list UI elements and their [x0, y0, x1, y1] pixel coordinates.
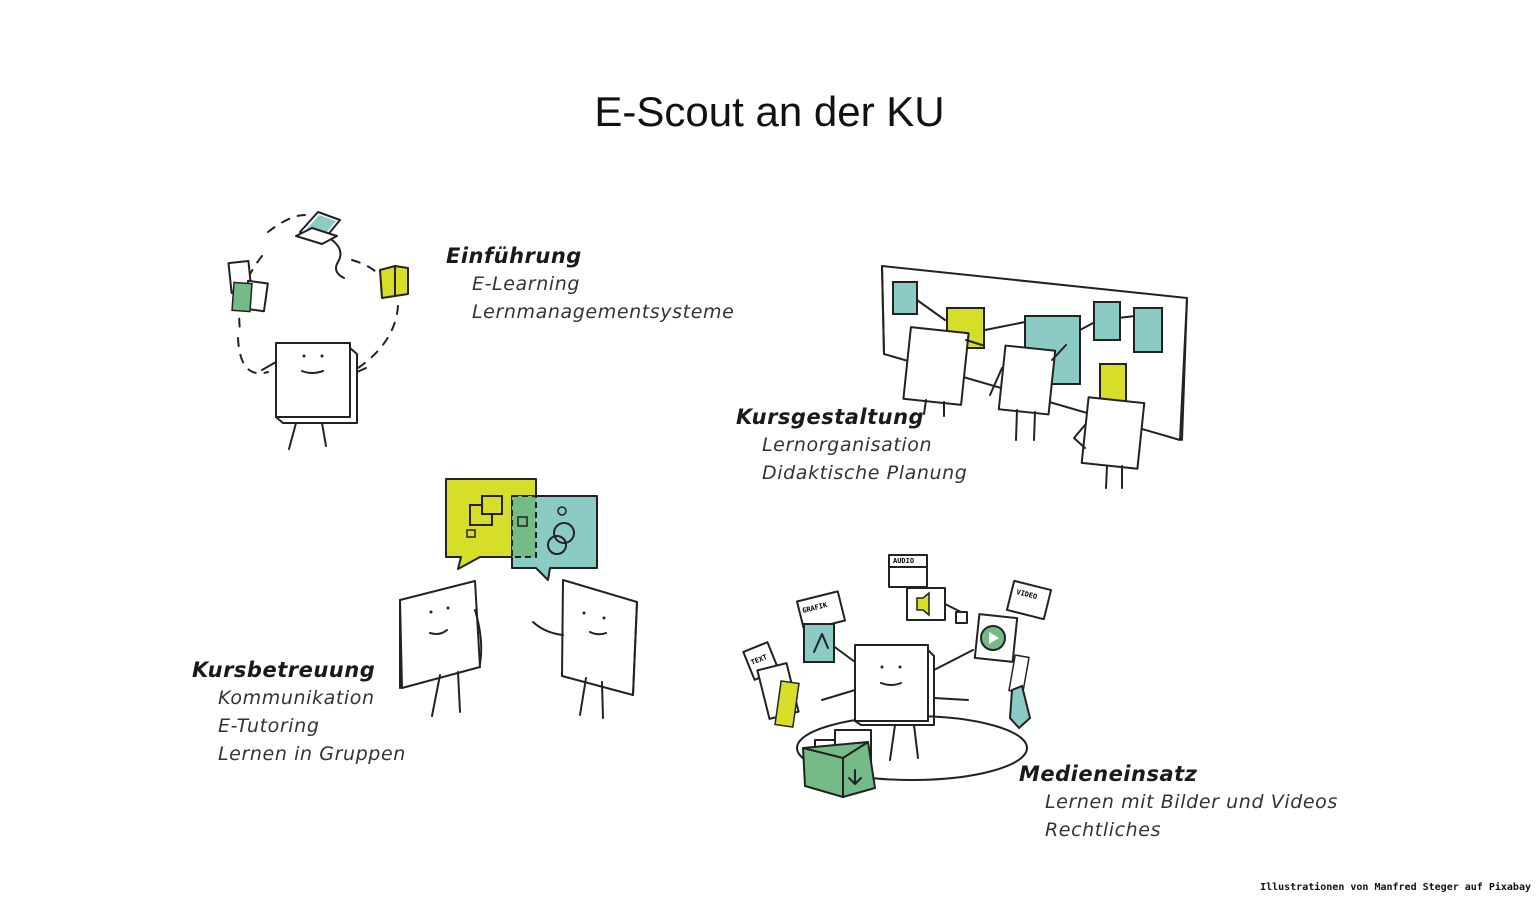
section-heading: Kursbetreuung — [192, 658, 376, 682]
media-illustration — [742, 554, 1053, 798]
section-item: Lernen mit Bilder und Videos — [1045, 791, 1338, 813]
section-heading: Medieneinsatz — [1019, 762, 1198, 786]
section-heading: Einführung — [446, 244, 582, 268]
section-heading: Kursgestaltung — [736, 405, 925, 429]
section-item: E-Learning — [472, 273, 581, 295]
section-item: E-Tutoring — [218, 715, 320, 737]
section-item: Kommunikation — [218, 687, 375, 709]
dialogue-illustration — [399, 478, 638, 719]
figure-body — [275, 342, 351, 418]
section-einfuehrung: Einführung E-Learning Lernmanagementsyst… — [446, 242, 734, 326]
section-item: Lernorganisation — [762, 434, 933, 456]
section-item: Rechtliches — [1045, 819, 1162, 841]
wallboard-illustration — [881, 265, 1188, 489]
section-item: Lernmanagementsysteme — [472, 301, 735, 323]
image-credit: Illustrationen von Manfred Steger auf Pi… — [1260, 882, 1531, 893]
section-item: Lernen in Gruppen — [218, 743, 406, 765]
section-kursbetreuung: Kursbetreuung Kommunikation E-Tutoring L… — [192, 656, 406, 768]
section-item: Didaktische Planung — [762, 462, 968, 484]
section-medieneinsatz: Medieneinsatz Lernen mit Bilder und Vide… — [1019, 760, 1338, 844]
page-title: E-Scout an der KU — [594, 88, 945, 135]
juggler-illustration — [227, 211, 409, 450]
section-kursgestaltung: Kursgestaltung Lernorganisation Didaktis… — [736, 403, 967, 487]
